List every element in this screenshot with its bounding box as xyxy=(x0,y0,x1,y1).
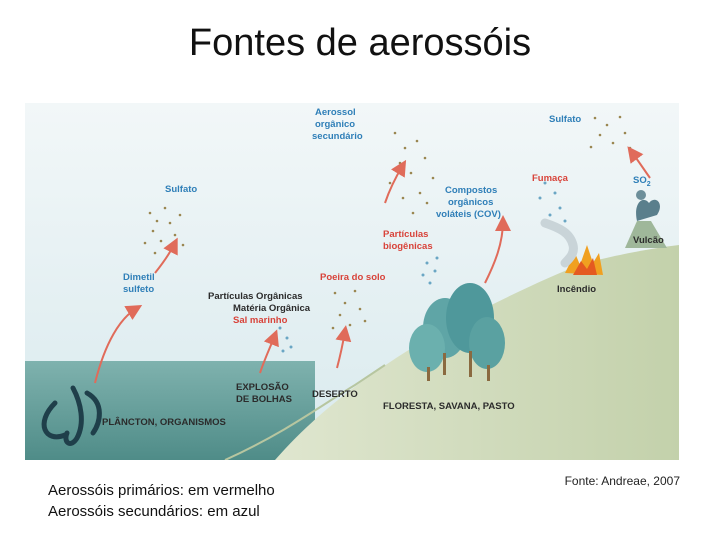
label-dms-1: Dimetil xyxy=(123,272,155,283)
label-bubble-burst-1: EXPLOSÃO xyxy=(236,382,289,393)
label-plankton: PLÂNCTON, ORGANISMOS xyxy=(102,416,226,428)
label-sulfate-right: Sulfato xyxy=(549,114,581,125)
label-voc-3: voláteis (COV) xyxy=(436,209,501,220)
caption-secondary-blue: Aerossóis secundários: em azul xyxy=(48,501,275,522)
label-sea-salt: Sal marinho xyxy=(233,315,288,326)
label-soil-dust: Poeira do solo xyxy=(320,272,386,283)
label-aerosol-secondary-3: secundário xyxy=(312,131,363,142)
label-dms-2: sulfeto xyxy=(123,284,154,295)
label-biogenic-2: biogênicas xyxy=(383,241,433,252)
label-so2-subscript: 2 xyxy=(647,181,651,188)
source-credit: Fonte: Andreae, 2007 xyxy=(565,474,680,488)
caption-primary-red: Aerossóis primários: em vermelho xyxy=(48,480,275,501)
label-sulfate-left: Sulfato xyxy=(165,184,197,195)
label-organic-particles: Partículas Orgânicas xyxy=(208,291,303,302)
legend-caption: Aerossóis primários: em vermelho Aerossó… xyxy=(48,480,275,522)
label-aerosol-secondary-2: orgânico xyxy=(315,119,355,130)
label-voc-1: Compostos xyxy=(445,185,497,196)
label-fire: Incêndio xyxy=(557,284,596,295)
label-so2-main: SO xyxy=(633,175,647,186)
label-smoke: Fumaça xyxy=(532,173,569,184)
aerosol-sources-diagram: Aerossol orgânico secundário Sulfato Sul… xyxy=(25,103,679,460)
label-volcano: Vulcão xyxy=(633,235,664,246)
label-voc-2: orgânicos xyxy=(448,197,493,208)
label-aerosol-secondary-1: Aerossol xyxy=(315,107,356,118)
label-biogenic-1: Partículas xyxy=(383,229,428,240)
label-organic-matter: Matéria Orgânica xyxy=(233,303,311,314)
label-bubble-burst-2: DE BOLHAS xyxy=(236,394,292,405)
label-forest: FLORESTA, SAVANA, PASTO xyxy=(383,401,515,412)
label-desert: DESERTO xyxy=(312,389,358,400)
slide-title: Fontes de aerossóis xyxy=(0,22,720,65)
